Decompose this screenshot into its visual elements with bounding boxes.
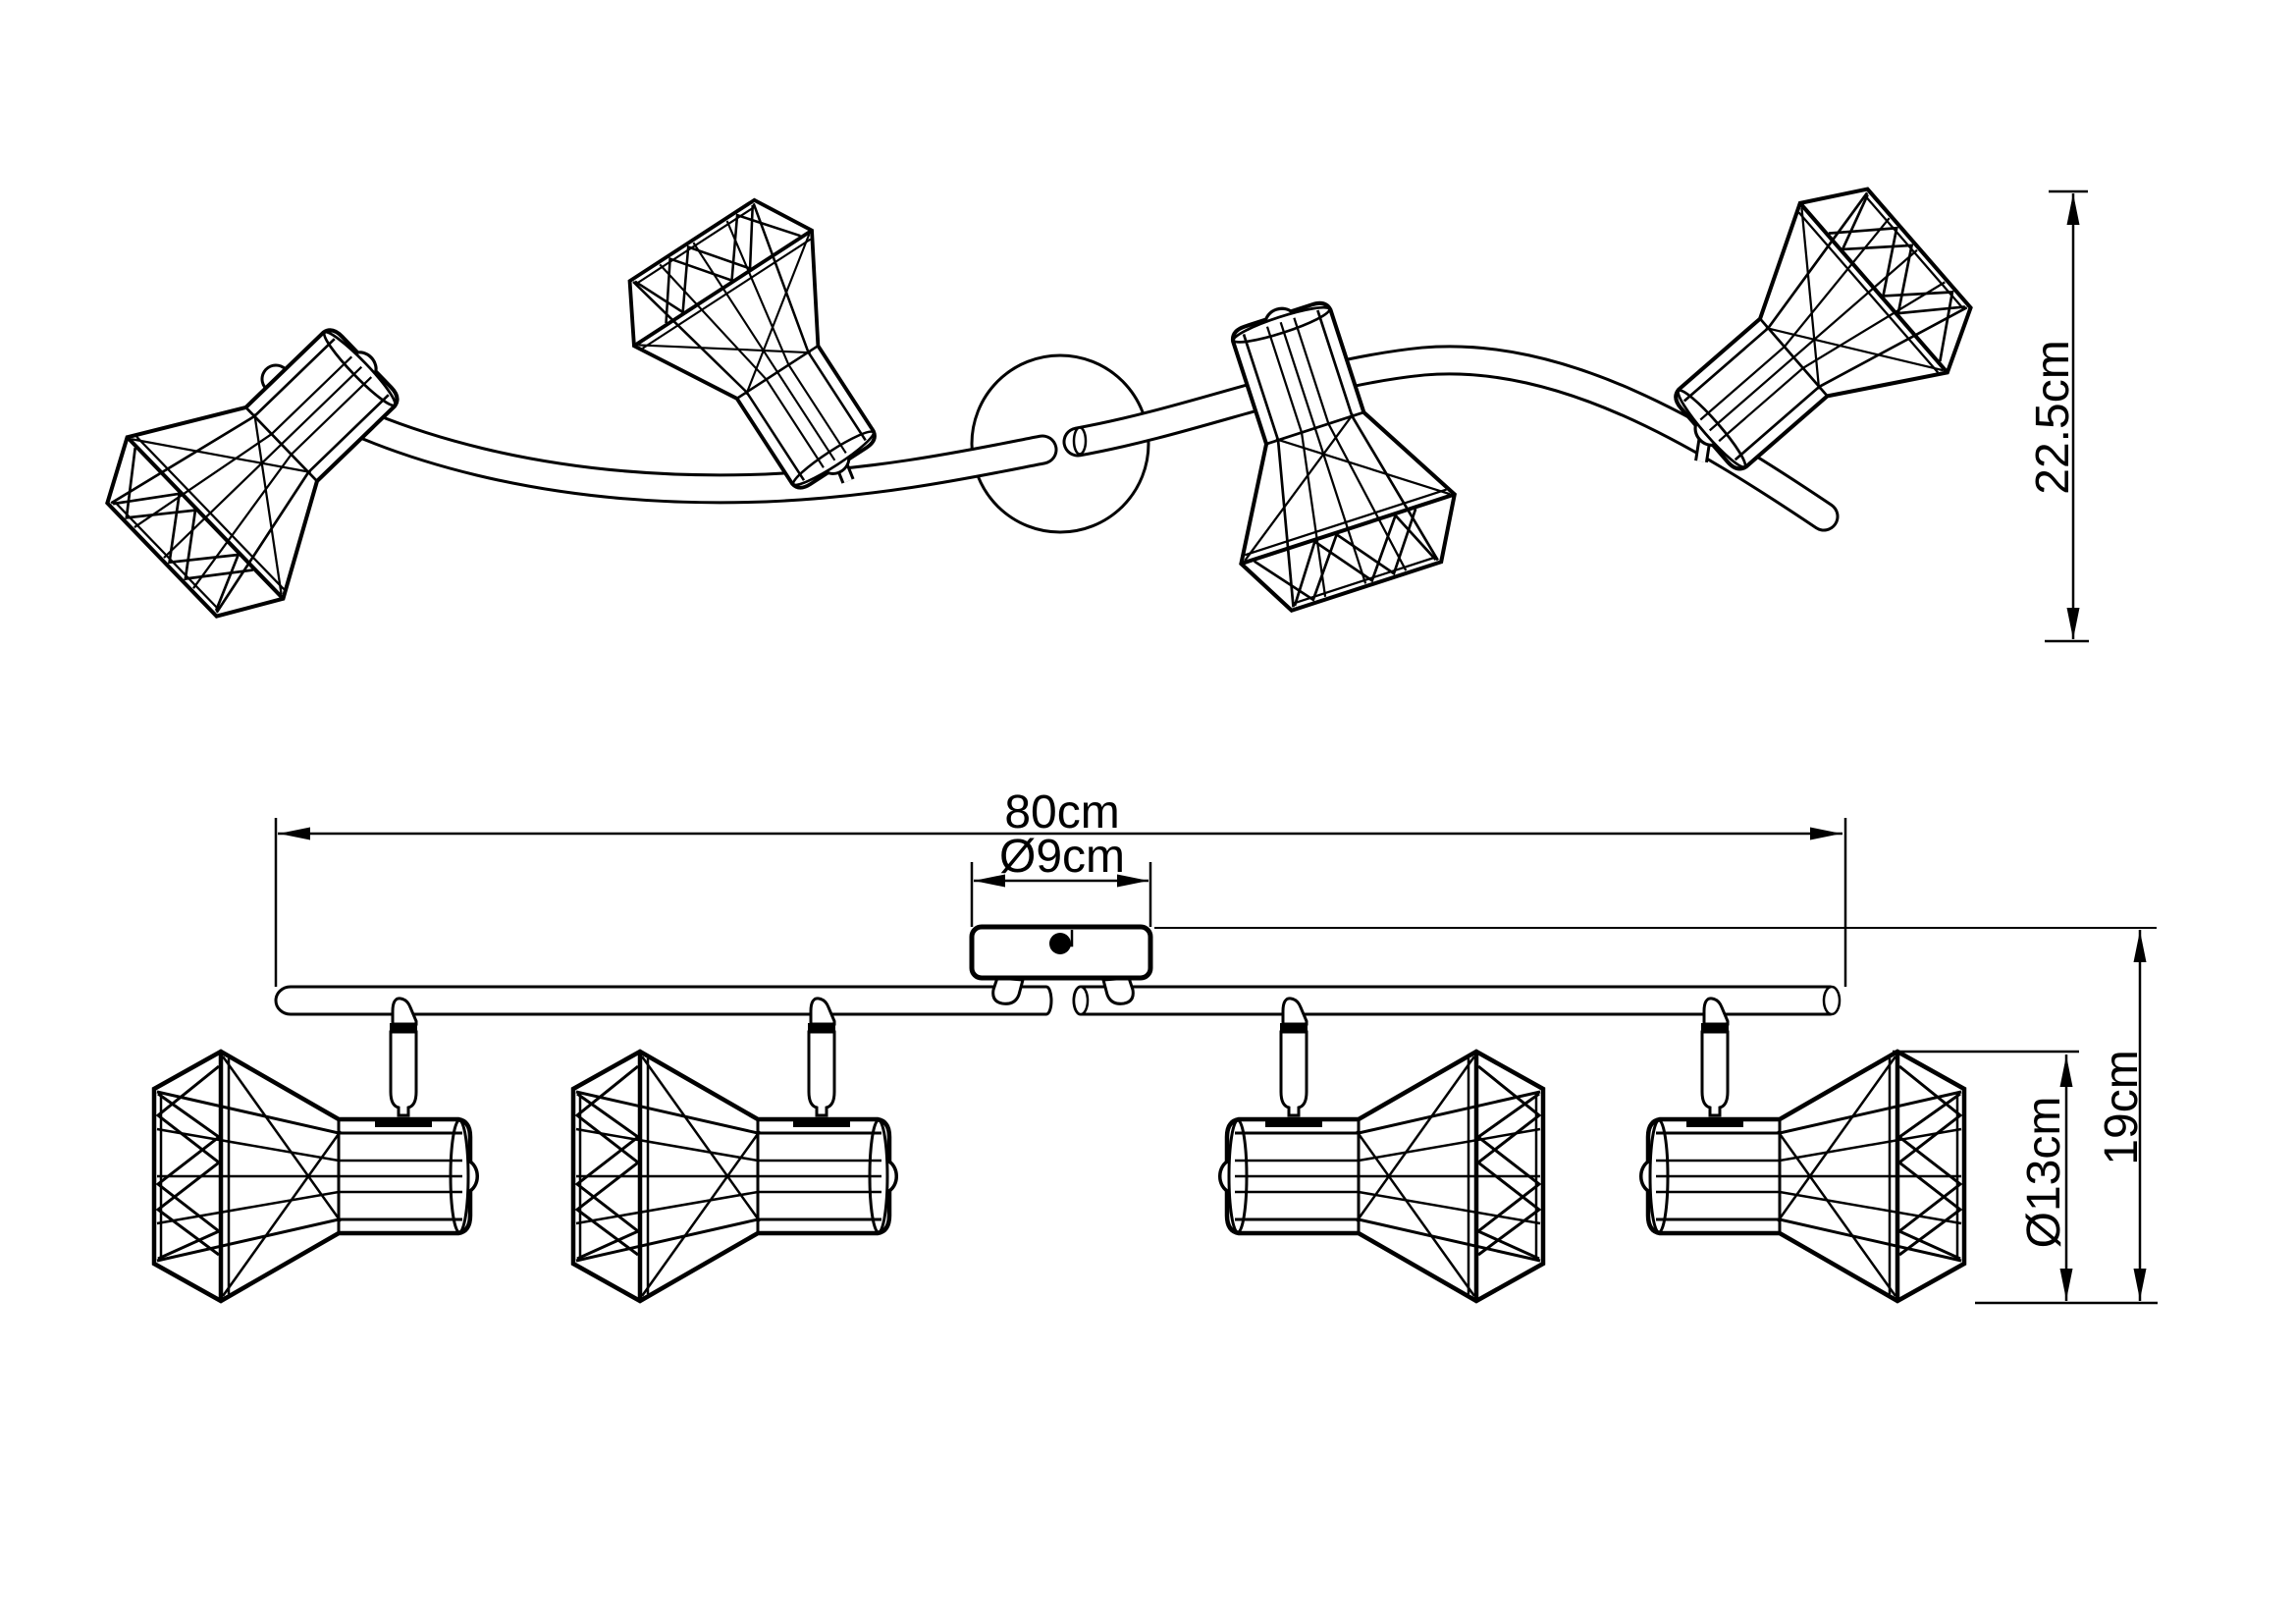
dimension-shade-diameter: Ø13cm: [1893, 1050, 2079, 1301]
cage-shade-top-4: [1626, 164, 1993, 524]
bar-gap-end-cap: [1072, 426, 1088, 456]
bar-gap-cap: [1072, 985, 1090, 1016]
lamp-stem-3: [1278, 997, 1309, 1117]
curved-bar: [260, 345, 1840, 532]
arrow-right-icon: [1117, 874, 1148, 888]
front-view: 80cm Ø9cm: [154, 786, 2158, 1305]
cage-shade-top-3: [1170, 275, 1473, 621]
cage-shade-front-4: [1641, 1052, 1964, 1301]
arrow-down-icon: [2059, 1269, 2073, 1300]
dimension-label-19cm: 19cm: [2096, 1050, 2148, 1164]
ceiling-canopy-circle: [970, 353, 1150, 534]
cage-shade-front-3: [1220, 1052, 1543, 1301]
dimension-fixture-height: 19cm: [1154, 927, 2158, 1305]
arrow-up-icon: [2059, 1055, 2073, 1087]
arrow-left-icon: [279, 827, 310, 840]
arrow-up-icon: [2133, 931, 2147, 962]
cage-shade-top-1: [84, 277, 450, 640]
straight-bar: [274, 985, 1842, 1016]
cage-shade-front-1: [154, 1052, 477, 1301]
arrow-up-icon: [2066, 193, 2080, 225]
lamp-stem-4: [1699, 997, 1731, 1117]
canopy-hook-right: [1101, 976, 1135, 1005]
arrow-right-icon: [1810, 827, 1842, 840]
dimension-canopy-diameter: Ø9cm: [970, 831, 1152, 927]
dimension-label-22-5cm: 22.5cm: [2027, 340, 2079, 494]
dimension-label-d13cm: Ø13cm: [2018, 1097, 2070, 1249]
dimension-label-80cm: 80cm: [1004, 786, 1119, 839]
cage-shade-front-2: [573, 1052, 896, 1301]
dimension-total-width: 80cm: [274, 786, 1847, 987]
bar-left-half: [274, 985, 1053, 1016]
screw-dot-icon: [1049, 933, 1071, 954]
arrow-down-icon: [2066, 608, 2080, 639]
lamp-stem-2: [806, 997, 837, 1117]
stem-collars: [375, 1118, 1743, 1127]
dimension-perspective-height: 22.5cm: [2027, 189, 2089, 643]
dimension-label-d9cm: Ø9cm: [999, 831, 1125, 883]
arrow-left-icon: [974, 874, 1005, 888]
canopy-hook-left: [991, 976, 1025, 1005]
bar-right-cap: [1822, 985, 1842, 1016]
canopy-box: [969, 924, 1153, 1005]
arrow-down-icon: [2133, 1269, 2147, 1300]
perspective-view: 22.5cm: [84, 164, 2089, 643]
lamp-stem-1: [388, 997, 419, 1117]
